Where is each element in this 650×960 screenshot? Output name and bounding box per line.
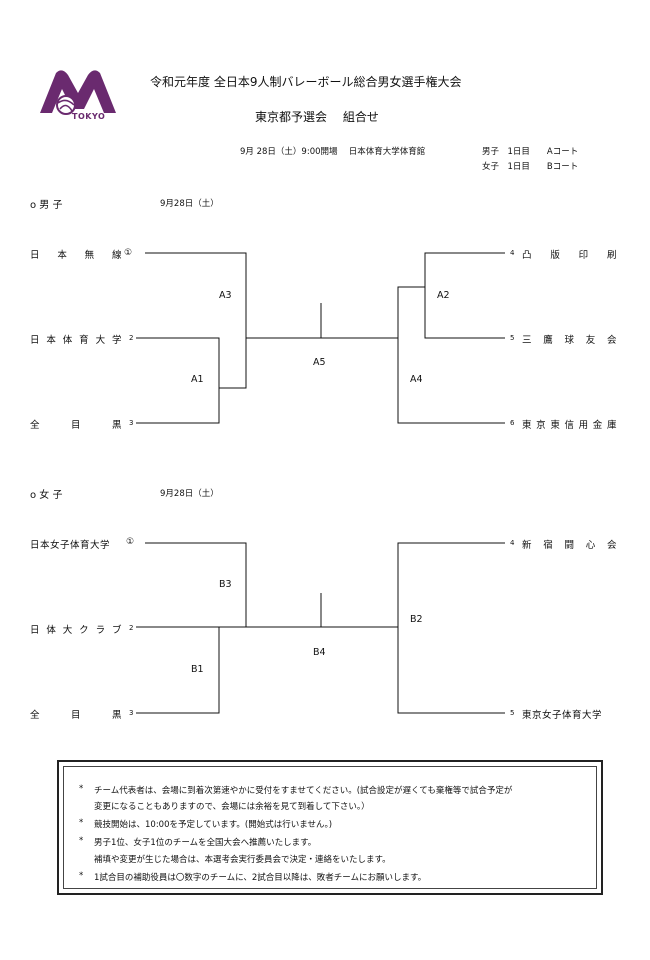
match-b3: B3: [219, 579, 232, 590]
women-label: o 女 子: [30, 490, 63, 501]
women-team-4: 新 宿 闘 心 会: [522, 540, 617, 551]
note-bullet: *: [79, 836, 84, 846]
logo-text: TOKYO: [72, 112, 106, 121]
note-bullet: *: [79, 818, 84, 828]
match-b4: B4: [313, 647, 326, 658]
women-team-2: 日 体 大 ク ラ ブ: [30, 625, 122, 636]
match-a2: A2: [437, 290, 450, 301]
note-text: 男子1位、女子1位のチームを全国大会へ推薦いたします。: [94, 838, 317, 848]
note-text: 競技開始は、10:00を予定しています。(開始式は行いません。): [94, 820, 333, 830]
match-a1: A1: [191, 374, 204, 385]
men-label: o 男 子: [30, 200, 63, 211]
men-team-3: 全 目 黒: [30, 420, 122, 431]
women-date: 9月28日（土）: [160, 489, 219, 499]
women-team-3: 全 目 黒: [30, 710, 122, 721]
match-a4: A4: [410, 374, 423, 385]
logo: [38, 65, 118, 125]
men-team-5: 三 鷹 球 友 会: [522, 335, 617, 346]
men-team-4-num: 4: [510, 249, 515, 257]
men-team-2-num: 2: [129, 334, 134, 342]
date-venue: 9月 28日（土）9:00開場 日本体育大学体育館: [240, 147, 426, 157]
women-line-t1: [145, 542, 247, 627]
page-subtitle: 東京都予選会 組合せ: [255, 110, 379, 124]
court-women: 女子 1日目 Bコート: [482, 162, 579, 172]
women-line-b2: [397, 542, 505, 714]
men-date: 9月28日（土）: [160, 199, 219, 209]
men-team-6: 東 京 東 信 用 金 庫: [522, 420, 617, 431]
women-team-3-num: 3: [129, 709, 134, 717]
men-line-a2: [397, 286, 505, 424]
women-line-t2: [136, 626, 220, 714]
men-team-5-num: 5: [510, 334, 515, 342]
men-line-a1: [219, 338, 247, 389]
men-line-t4: [424, 252, 505, 339]
women-team-4-num: 4: [510, 539, 515, 547]
men-team-3-num: 3: [129, 419, 134, 427]
page-title: 令和元年度 全日本9人制バレーボール総合男女選手権大会: [150, 75, 462, 89]
note-text: 変更になることもありますので、会場には余裕を見て到着して下さい。）: [94, 802, 370, 812]
men-team-2: 日 本 体 育 大 学: [30, 335, 122, 346]
women-team-5-num: 5: [510, 709, 515, 717]
women-team-1: 日本女子体育大学: [30, 540, 111, 551]
notes-box: * チーム代表者は、会場に到着次第速やかに受付をすませてください。(試合設定が遅…: [57, 760, 603, 895]
note-text: 1試合目の補助役員は〇数字のチームに、2試合目以降は、敗者チームにお願いします。: [94, 873, 427, 883]
men-line-t2: [136, 337, 220, 424]
match-b2: B2: [410, 614, 423, 625]
court-men: 男子 1日目 Aコート: [482, 147, 579, 157]
note-text: 補填や変更が生じた場合は、本選考会実行委員会で決定・連絡をいたします。: [94, 855, 391, 865]
note-bullet: *: [79, 784, 84, 794]
match-b1: B1: [191, 664, 204, 675]
men-team-6-num: 6: [510, 419, 515, 427]
women-team-1-num: ①: [126, 537, 135, 547]
note-bullet: *: [79, 871, 84, 881]
notes-inner-border: [63, 766, 597, 889]
note-text: チーム代表者は、会場に到着次第速やかに受付をすませてください。(試合設定が遅くて…: [94, 786, 513, 796]
men-team-4: 凸 版 印 刷: [522, 250, 617, 261]
men-line-t1: [145, 252, 247, 338]
match-a5: A5: [313, 357, 326, 368]
men-team-1-num: ①: [124, 248, 133, 258]
match-a3: A3: [219, 290, 232, 301]
women-team-2-num: 2: [129, 624, 134, 632]
women-team-5: 東京女子体育大学: [522, 710, 603, 721]
men-team-1: 日 本 無 線: [30, 250, 122, 261]
